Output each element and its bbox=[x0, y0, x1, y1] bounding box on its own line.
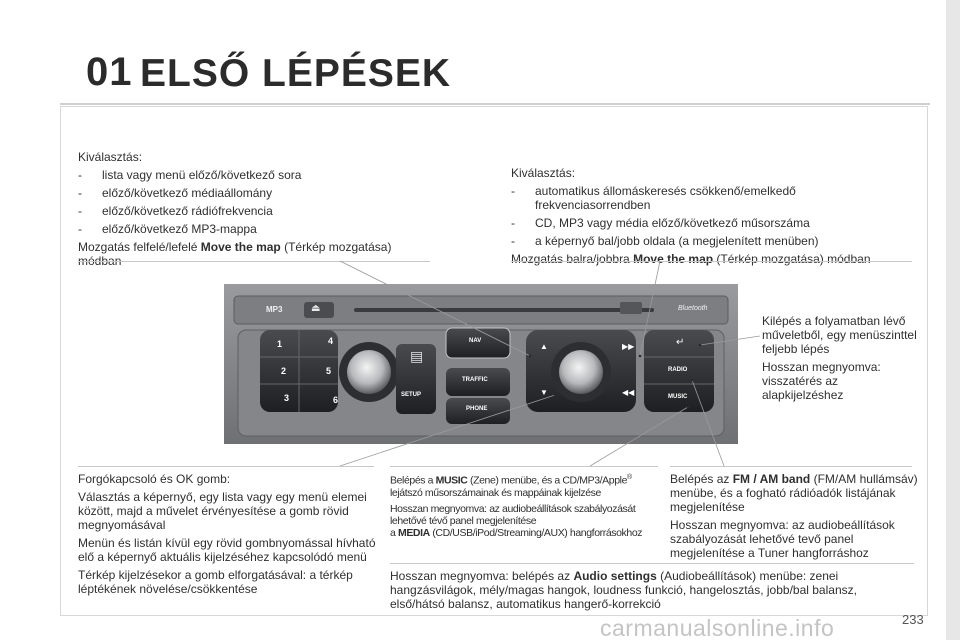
down-arrow-icon[interactable]: ▼ bbox=[540, 388, 548, 397]
separator bbox=[78, 466, 374, 467]
header-rule bbox=[60, 103, 930, 105]
bluetooth-label: Bluetooth bbox=[678, 305, 708, 312]
setup-button[interactable]: SETUP bbox=[401, 392, 422, 398]
previous-track-icon[interactable]: ◀◀ bbox=[622, 388, 635, 397]
chapter-number: 01 bbox=[86, 50, 133, 94]
setup-icon: ▤ bbox=[410, 348, 424, 364]
separator bbox=[390, 466, 658, 467]
callout-music-button: Belépés a MUSIC (Zene) menübe, és a CD/M… bbox=[390, 474, 643, 539]
separator bbox=[78, 261, 430, 262]
intro-text: Kiválasztás: bbox=[78, 150, 143, 164]
preset-1-button[interactable]: 1 bbox=[277, 339, 283, 349]
separator bbox=[390, 563, 914, 564]
preset-5-button[interactable]: 5 bbox=[326, 366, 332, 376]
chapter-title: ELSŐ LÉPÉSEK bbox=[140, 52, 452, 95]
phone-button[interactable]: PHONE bbox=[466, 406, 488, 412]
list-item: -a képernyő bal/jobb oldala (a megjelení… bbox=[511, 234, 819, 248]
callout-top-right: Kiválasztás: -automatikus állomáskeresés… bbox=[511, 166, 911, 266]
eject-icon[interactable]: ⏏ bbox=[311, 303, 321, 314]
nav-button[interactable]: NAV bbox=[469, 338, 482, 344]
callout-back-button: Kilépés a folyamatban lévő műveletből, e… bbox=[762, 314, 917, 402]
watermark-text: carmanualsonline.info bbox=[600, 615, 835, 641]
separator bbox=[670, 466, 912, 467]
traffic-button[interactable]: TRAFFIC bbox=[462, 377, 488, 383]
right-rotary-knob[interactable] bbox=[559, 350, 603, 394]
content-frame bbox=[60, 106, 928, 616]
preset-4-button[interactable]: 4 bbox=[328, 336, 334, 346]
music-button[interactable]: MUSIC bbox=[668, 394, 688, 400]
list-item: -előző/következő médiaállomány bbox=[78, 186, 273, 200]
mp3-label: MP3 bbox=[266, 305, 283, 314]
chapter-side-tab bbox=[946, 0, 960, 640]
radio-panel-photo: ⏏ MP3 Bluetooth 1 4 2 5 3 6 SETUP ▤ NAV … bbox=[224, 284, 738, 444]
up-arrow-icon[interactable]: ▲ bbox=[540, 342, 548, 351]
separator bbox=[511, 261, 912, 262]
list-item: -előző/következő rádiófrekvencia bbox=[78, 204, 273, 218]
next-track-icon[interactable]: ▶▶ bbox=[622, 342, 635, 351]
radio-button[interactable]: RADIO bbox=[668, 367, 688, 373]
callout-top-left: Kiválasztás: -lista vagy menü előző/köve… bbox=[78, 150, 418, 268]
preset-3-button[interactable]: 3 bbox=[284, 393, 290, 403]
move-map-text: Mozgatás felfelé/lefelé Move the map (Té… bbox=[78, 240, 392, 268]
preset-2-button[interactable]: 2 bbox=[281, 366, 287, 376]
page-number: 233 bbox=[902, 612, 924, 627]
preset-6-button[interactable]: 6 bbox=[333, 395, 339, 405]
left-rotary-knob[interactable] bbox=[347, 350, 391, 394]
list-item: -előző/következő MP3-mappa bbox=[78, 222, 257, 236]
list-item: -CD, MP3 vagy média előző/következő műso… bbox=[511, 216, 810, 230]
list-item: -lista vagy menü előző/következő sora bbox=[78, 168, 302, 182]
callout-rotary-knob: Forgókapcsoló és OK gomb: Választás a ké… bbox=[78, 472, 376, 596]
callout-audio-settings: Hosszan megnyomva: belépés az Audio sett… bbox=[390, 569, 857, 611]
back-button-icon[interactable]: ↵ bbox=[676, 337, 685, 348]
callout-radio-button: Belépés az FM / AM band (FM/AM hullámsáv… bbox=[670, 472, 918, 560]
list-item: -automatikus állomáskeresés csökkenő/eme… bbox=[511, 184, 796, 212]
